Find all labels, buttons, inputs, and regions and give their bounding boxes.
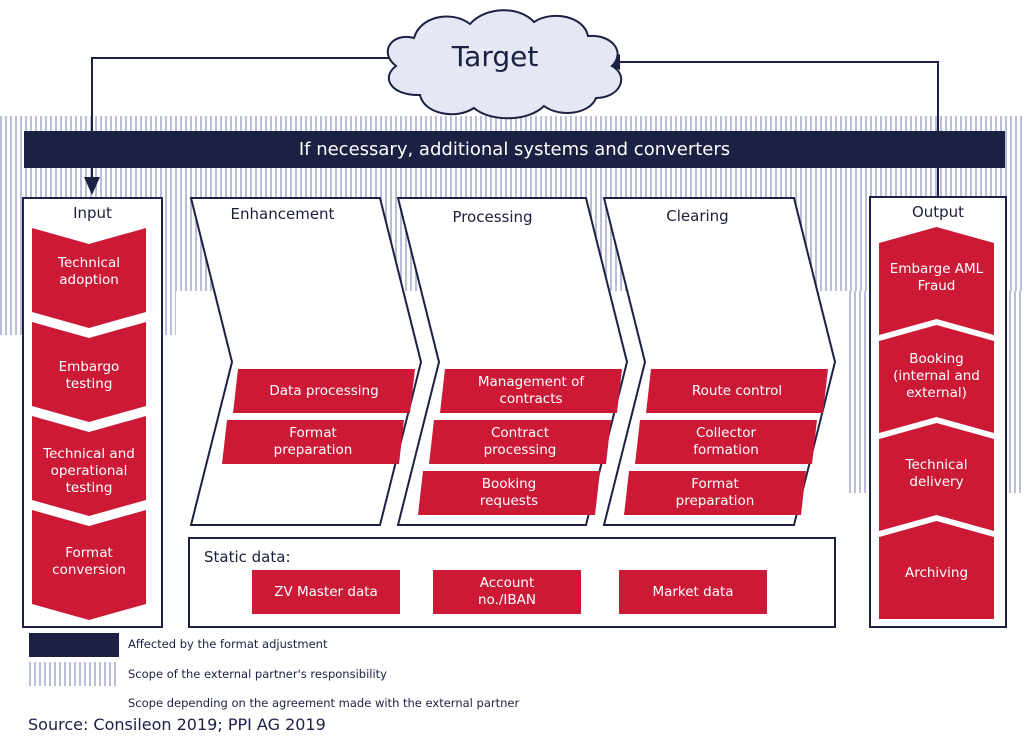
- stage-title-processing: Processing: [452, 208, 533, 226]
- clearing-item-collector-formation: Collector formation: [635, 420, 817, 464]
- legend-swatch-navy: [29, 633, 119, 657]
- processing-item-booking-requests: Booking requests: [418, 471, 600, 515]
- input-title: Input: [73, 204, 112, 222]
- output-title: Output: [911, 203, 965, 221]
- output-step-booking: Booking (internal and external): [879, 325, 994, 433]
- clearing-item-format-preparation: Format preparation: [624, 471, 806, 515]
- source-note: Source: Consileon 2019; PPI AG 2019: [28, 715, 326, 734]
- target-cloud: [386, 9, 623, 120]
- target-label: Target: [451, 40, 539, 73]
- stage-title-clearing: Clearing: [666, 207, 729, 225]
- legend-label-external-responsibility: Scope of the external partner's responsi…: [128, 667, 387, 681]
- enhancement-item-format-preparation: Format preparation: [222, 420, 404, 464]
- input-step-embargo-testing: Embargo testing: [32, 322, 146, 422]
- output-step-technical-delivery: Technical delivery: [879, 423, 994, 531]
- additional-systems-banner: If necessary, additional systems and con…: [24, 131, 1005, 168]
- input-step-technical-adoption: Technical adoption: [32, 228, 146, 328]
- stage-title-enhancement: Enhancement: [230, 205, 335, 223]
- static-item-zv-master-data: ZV Master data: [252, 570, 400, 614]
- static-data-title: Static data:: [204, 548, 291, 566]
- clearing-item-route-control: Route control: [646, 369, 828, 413]
- processing-item-management-of-contracts: Management of contracts: [440, 369, 622, 413]
- input-step-format-conversion: Format conversion: [32, 510, 146, 620]
- output-step-archiving: Archiving: [879, 521, 994, 619]
- processing-item-contract-processing: Contract processing: [429, 420, 611, 464]
- input-step-technical-operational-testing: Technical and operational testing: [32, 416, 146, 516]
- legend-label-agreement-scope: Scope depending on the agreement made wi…: [128, 696, 520, 710]
- enhancement-stage-shape: [189, 197, 423, 526]
- static-item-account-iban: Account no./IBAN: [433, 570, 581, 614]
- static-item-market-data: Market data: [619, 570, 767, 614]
- legend-label-format-adjustment: Affected by the format adjustment: [128, 637, 328, 651]
- legend-swatch-stripes: [29, 662, 119, 686]
- enhancement-item-data-processing: Data processing: [233, 369, 415, 413]
- output-step-embarge-aml-fraud: Embarge AML Fraud: [879, 227, 994, 335]
